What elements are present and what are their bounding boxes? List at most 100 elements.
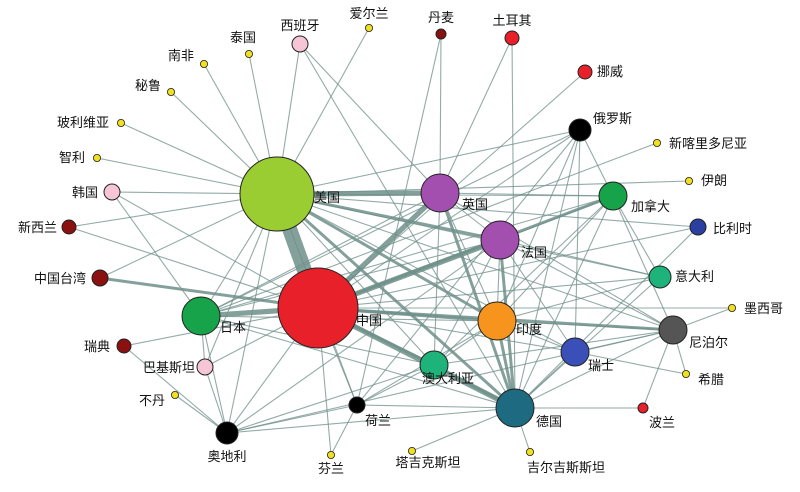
node-belgium[interactable]	[689, 218, 707, 236]
node-label-spain: 西班牙	[280, 19, 319, 34]
node-label-bhutan: 不丹	[139, 394, 165, 409]
node-denmark[interactable]	[435, 28, 447, 40]
edge-france-austria	[226, 239, 501, 434]
node-greece[interactable]	[682, 369, 691, 378]
edge-usa-russia	[276, 129, 581, 195]
node-russia[interactable]	[568, 118, 592, 142]
edge-japan-canada	[200, 195, 614, 317]
node-bolivia[interactable]	[117, 119, 126, 128]
edge-japan-austria	[200, 315, 228, 434]
node-label-india: 印度	[516, 322, 542, 338]
node-ireland[interactable]	[364, 23, 373, 32]
node-label-kyrgyzstan: 吉尔吉斯斯坦	[527, 461, 605, 476]
edge-australia-nepal	[433, 329, 674, 366]
edge-india-italy	[496, 276, 661, 322]
node-label-canada: 加拿大	[631, 199, 670, 215]
edge-france-australia	[433, 239, 501, 366]
edge-canada-nepal	[612, 195, 674, 331]
edge-usa-switzerland	[276, 193, 576, 353]
node-label-bolivia: 玻利维亚	[57, 116, 109, 131]
node-southafrica[interactable]	[199, 60, 208, 69]
node-label-finland: 芬兰	[318, 462, 344, 477]
node-label-iran: 伊朗	[701, 174, 727, 189]
node-canada[interactable]	[598, 181, 628, 211]
node-label-belgium: 比利时	[713, 222, 752, 237]
node-label-nepal: 尼泊尔	[689, 336, 728, 351]
node-label-uk: 英国	[462, 198, 488, 213]
node-label-tajikistan: 塔吉克斯坦	[395, 456, 460, 471]
node-label-france: 法国	[521, 246, 547, 261]
node-sweden[interactable]	[116, 338, 132, 354]
node-label-newzealand: 新西兰	[18, 220, 57, 236]
edge-netherlands-finland	[330, 404, 358, 456]
edge-austria-sweden	[123, 345, 228, 434]
node-taiwan[interactable]	[91, 269, 109, 287]
node-germany[interactable]	[495, 388, 535, 428]
node-uk[interactable]	[420, 173, 460, 213]
node-label-newcaledonia: 新喀里多尼亚	[669, 136, 747, 152]
node-austria[interactable]	[215, 421, 239, 445]
node-italy[interactable]	[648, 265, 672, 289]
node-kyrgyzstan[interactable]	[526, 447, 535, 456]
edge-germany-japan	[200, 315, 516, 409]
edge-uk-india	[439, 192, 498, 322]
node-label-chile: 智利	[59, 151, 85, 166]
node-label-pakistan: 巴基斯坦	[143, 361, 195, 376]
node-australia[interactable]	[419, 350, 449, 380]
node-japan[interactable]	[181, 296, 221, 336]
node-label-italy: 意大利	[675, 269, 714, 285]
node-korea[interactable]	[103, 183, 121, 201]
edge-austria-netherlands	[226, 404, 358, 434]
edge-germany-austria	[226, 407, 516, 434]
edge-japan-russia	[200, 129, 581, 317]
edge-turkey-germany	[511, 37, 516, 409]
edge-australia-canada	[433, 195, 614, 366]
node-norway[interactable]	[577, 64, 593, 80]
node-newcaledonia[interactable]	[653, 138, 662, 147]
edge-germany-belgium	[514, 226, 699, 409]
node-spain[interactable]	[291, 35, 309, 53]
node-chile[interactable]	[93, 153, 102, 162]
node-label-china: 中国	[356, 314, 382, 329]
edge-france-canada	[499, 195, 614, 241]
edge-austria-pakistan	[204, 366, 228, 434]
edge-russia-switzerland	[574, 129, 581, 353]
node-iran[interactable]	[685, 176, 694, 185]
node-finland[interactable]	[326, 450, 335, 459]
node-label-mexico: 墨西哥	[744, 302, 783, 317]
edge-france-switzerland	[499, 239, 576, 353]
node-switzerland[interactable]	[560, 337, 590, 367]
node-thailand[interactable]	[244, 50, 253, 59]
node-tajikistan[interactable]	[407, 446, 416, 455]
node-peru[interactable]	[166, 88, 175, 97]
edge-germany-netherlands	[356, 404, 516, 409]
node-bhutan[interactable]	[170, 390, 179, 399]
node-label-southafrica: 南非	[168, 48, 194, 64]
edge-china-switzerland	[317, 307, 576, 353]
node-label-netherlands: 荷兰	[365, 414, 391, 429]
node-france[interactable]	[480, 220, 520, 260]
node-mexico[interactable]	[728, 303, 737, 312]
node-pakistan[interactable]	[196, 358, 214, 376]
edge-canada-italy	[612, 195, 661, 278]
node-newzealand[interactable]	[61, 219, 77, 235]
edge-uk-nepal	[439, 192, 674, 331]
node-layer	[61, 23, 737, 459]
edge-usa-iran	[276, 180, 690, 195]
edge-usa-india	[276, 192, 498, 323]
node-nepal[interactable]	[658, 315, 688, 345]
node-label-norway: 挪威	[597, 65, 623, 80]
node-poland[interactable]	[637, 402, 649, 414]
node-turkey[interactable]	[504, 30, 520, 46]
label-layer: 美国中国英国法国加拿大日本印度澳大利亚德国瑞士意大利尼泊尔俄罗斯比利时荷兰奥地利…	[18, 7, 783, 477]
node-label-japan: 日本	[220, 321, 246, 336]
edge-germany-canada	[514, 195, 614, 409]
node-netherlands[interactable]	[348, 396, 366, 414]
node-usa[interactable]	[239, 156, 315, 232]
edge-france-japan	[200, 239, 501, 317]
node-india[interactable]	[477, 301, 517, 341]
node-china[interactable]	[277, 267, 359, 349]
node-label-greece: 希腊	[698, 373, 724, 388]
